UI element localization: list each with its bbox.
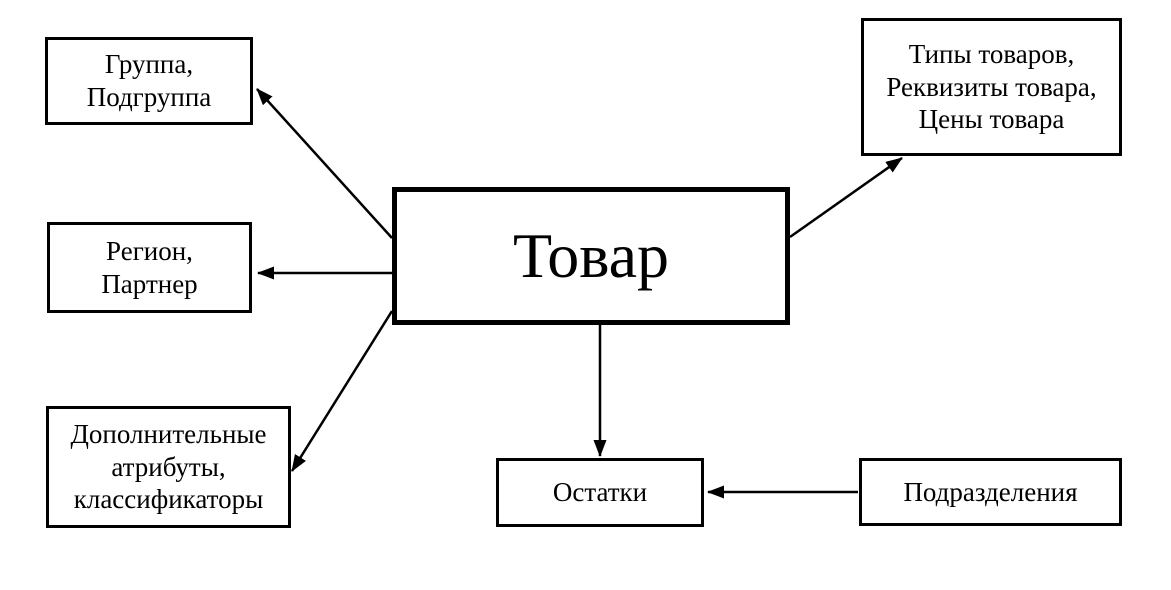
node-product-label: Товар	[512, 220, 670, 291]
node-region-partner: Регион, Партнер	[47, 222, 252, 313]
node-region-partner-label: Регион, Партнер	[101, 235, 198, 299]
node-additional-attributes-label: Дополнительные атрибуты, классификаторы	[70, 418, 267, 515]
node-stock: Остатки	[496, 458, 704, 527]
node-departments-label: Подразделения	[903, 476, 1078, 507]
arrow-product-to-attributes	[290, 310, 394, 472]
node-departments: Подразделения	[859, 458, 1122, 526]
node-product-types: Типы товаров, Реквизиты товара, Цены тов…	[861, 18, 1122, 156]
arrow-product-to-group	[256, 88, 393, 239]
node-product-types-label: Типы товаров, Реквизиты товара, Цены тов…	[886, 38, 1097, 135]
node-group-subgroup-label: Группа, Подгруппа	[86, 49, 212, 112]
arrow-product-to-types	[789, 156, 903, 239]
node-product: Товар	[392, 187, 790, 325]
node-additional-attributes: Дополнительные атрибуты, классификаторы	[46, 406, 291, 528]
node-stock-label: Остатки	[552, 477, 648, 508]
node-group-subgroup: Группа, Подгруппа	[45, 37, 253, 125]
